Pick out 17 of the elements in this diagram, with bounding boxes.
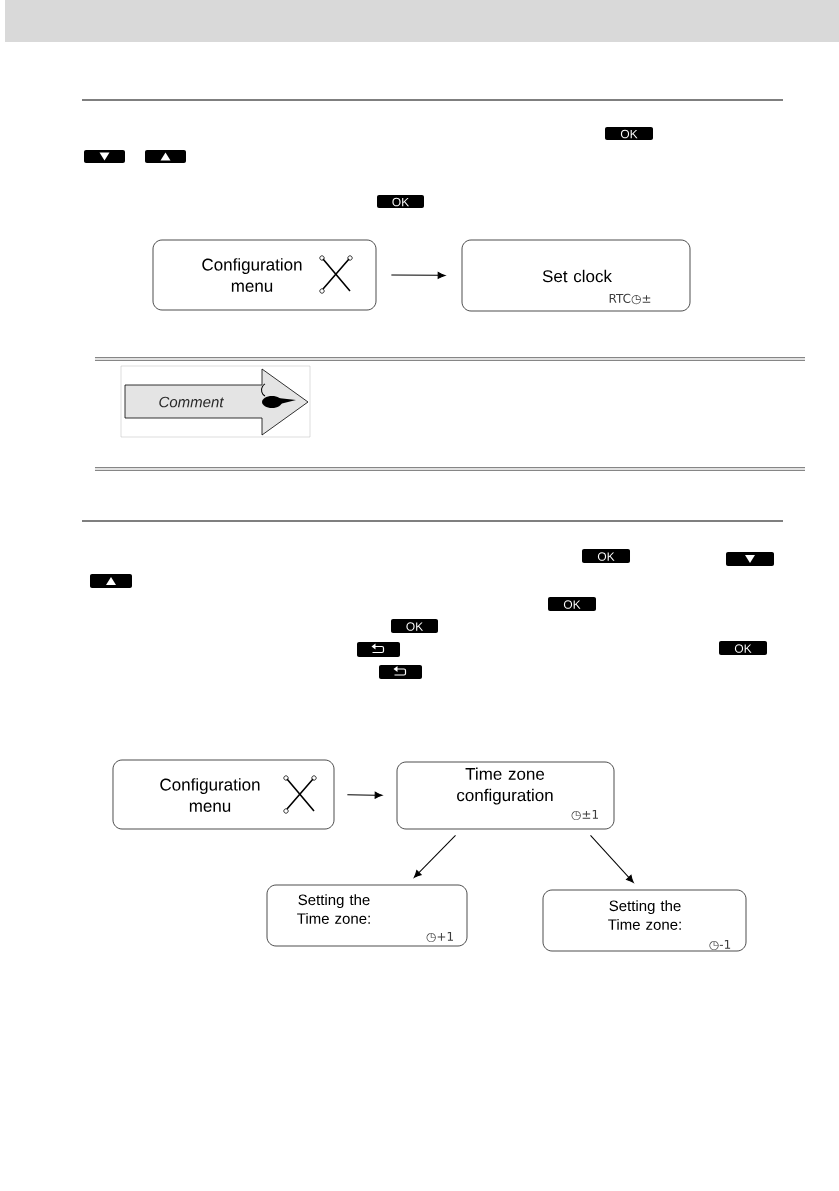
ok-key: OK [719,641,767,655]
ok-key: OK [391,619,438,633]
arrow [390,271,446,279]
arrow [346,791,383,799]
comment-arrow-drawing: Comment [120,365,311,438]
display-box: Setting the Time zone: ◷-1 [542,889,747,952]
display-box: Configuration menu [152,239,377,311]
display-box: Setting the Time zone: ◷+1 [266,884,468,947]
ok-key: OK [377,195,424,208]
arrow [413,834,456,878]
ok-key: OK [605,127,653,140]
display-box: Set clock RTC◷± [461,239,691,312]
ok-key: OK [582,549,630,563]
display-box: Time zone configuration ◷±1 [396,761,615,830]
arrow [590,834,634,883]
display-box: Configuration menu [112,759,335,830]
ok-key: OK [548,597,596,611]
